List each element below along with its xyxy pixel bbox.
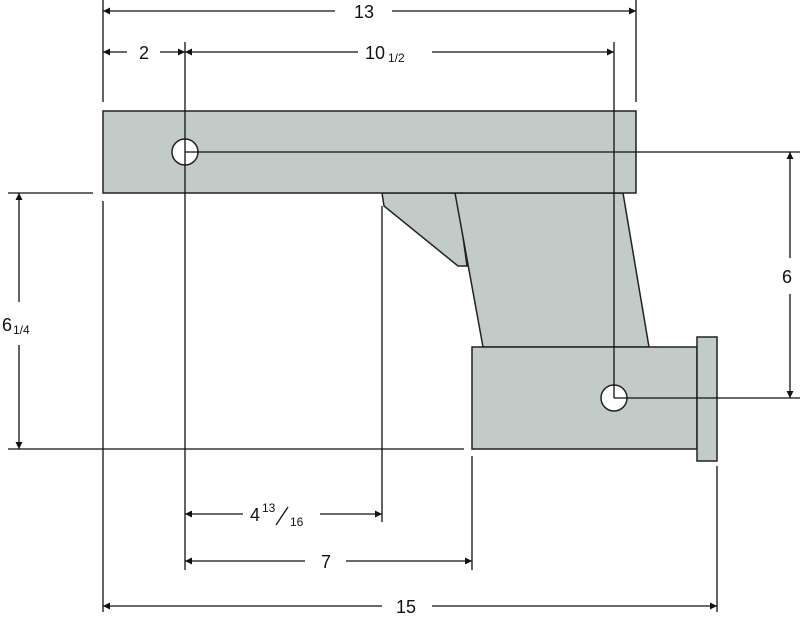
dim-label-13: 13 [354,2,374,22]
dim-label-10-5-whole: 10 [365,43,385,63]
dim-label-6-25-fraction: 1/4 [13,323,30,337]
dim-label-15: 15 [396,597,416,617]
extension-lines [8,0,800,612]
dim-label-10-5: 10 1/2 [365,43,405,65]
dim-label-6-25-whole: 6 [2,315,12,335]
dim-label-4-13-16-whole: 4 [250,505,260,525]
drop-shank [454,192,650,348]
dim-label-6: 6 [782,267,792,287]
dim-label-4-13-16-denominator: 16 [290,515,304,529]
dim-label-4-13-16-slash [275,506,289,526]
dimension-labels: 13 2 10 1/2 6 1/4 6 4 13 16 7 15 [2,2,792,617]
dim-label-4-13-16: 4 13 16 [250,501,304,529]
dim-label-6-25: 6 1/4 [2,315,30,337]
gusset-plate [381,192,468,267]
receiver-flange [696,336,718,462]
dim-label-2: 2 [139,43,149,63]
dim-label-7: 7 [321,552,331,572]
dim-label-4-13-16-numerator: 13 [262,501,276,515]
dim-label-10-5-fraction: 1/2 [388,51,405,65]
hitch-part [102,110,718,462]
dimension-lines [15,7,794,610]
